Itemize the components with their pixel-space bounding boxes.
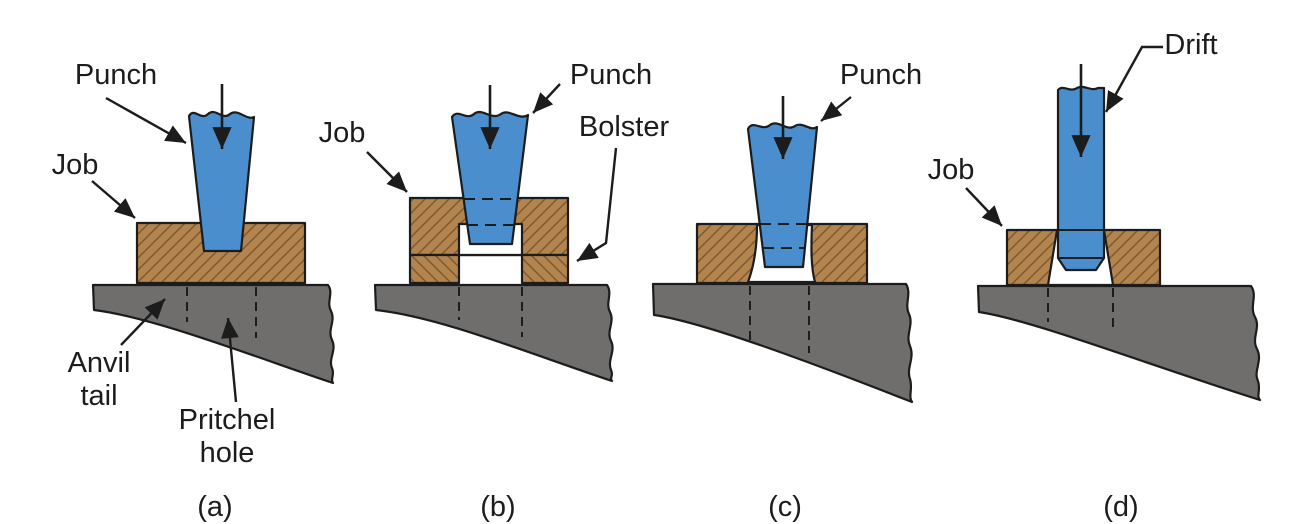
panel-c-caption: (c) [768,491,802,523]
panel-d-caption: (d) [1103,491,1139,523]
punch-shape [450,110,530,246]
pritchel-hole-dashes [1047,288,1114,332]
anvil-shape [373,283,614,383]
panel-a-punch-label: Punch [74,59,158,91]
job-label-arrow [366,151,408,193]
panel-a-pritchel-hole-label: Pritchel hole [178,404,276,470]
bolster-left-shape [408,253,461,285]
panel-a-anvil-tail-label: Anvil tail [67,347,131,413]
pritchel-hole-dashes [749,286,810,353]
pritchel-hole-dashes [458,287,523,337]
anvil-tail-label-arrow [120,298,166,346]
panel-b-punch-label: Punch [569,59,653,91]
job-label-arrow [91,180,136,219]
punch-label-arrow [105,96,187,145]
panel-a-job-label: Job [51,149,99,181]
job-label-arrow [965,187,1003,227]
pritchel-hole-dashes [186,287,257,338]
panel-b-diagram [366,83,618,383]
drift-label-arrow [1104,45,1163,113]
drift-surface-lines [1058,229,1104,259]
bolster-right-shape [520,253,570,285]
panel-d-drift-label: Drift [1164,29,1218,61]
punch-shape [746,122,819,269]
bolster-label-arrow [576,147,618,263]
panel-d-job-label: Job [927,154,975,186]
panel-b-caption: (b) [480,491,516,523]
punch-label-arrow [820,96,852,122]
panel-b-bolster-label: Bolster [578,111,670,143]
panel-d-diagram [965,45,1262,402]
panel-c-diagram [651,96,914,404]
punch-label-arrow [532,83,561,114]
anvil-shape [976,284,1262,402]
pritchel-hole-label-arrow [221,317,239,403]
panel-a-diagram [91,84,335,403]
panel-c-punch-label: Punch [839,59,923,91]
panel-b-job-label: Job [318,117,366,149]
panel-a-caption: (a) [197,491,233,523]
hidden-hole-dashes [464,198,517,226]
hidden-hole-dashes [760,223,807,249]
anvil-shape [651,282,914,404]
